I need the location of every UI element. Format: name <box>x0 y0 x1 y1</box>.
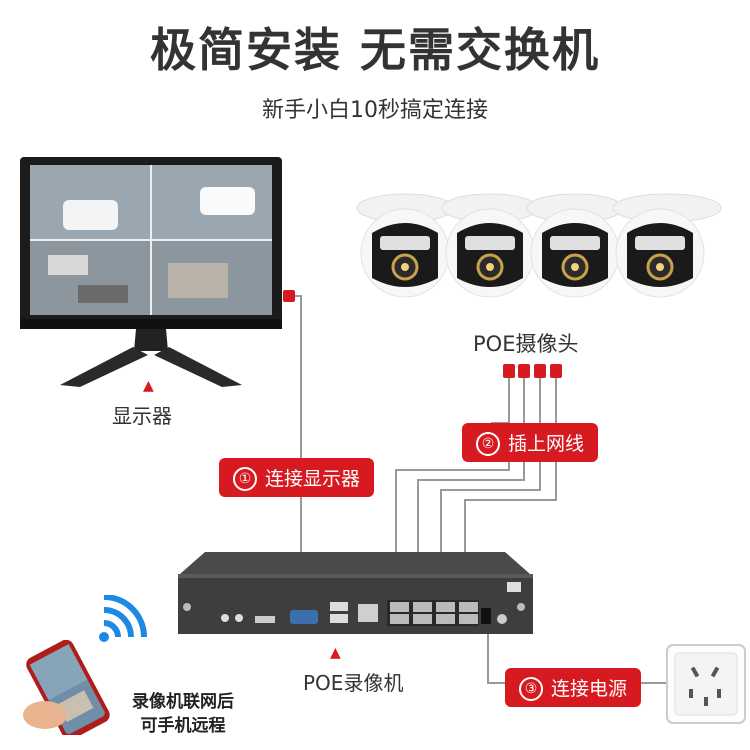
step-1-pill: ① 连接显示器 <box>219 458 375 497</box>
nvr-pointer-icon: ▲ <box>330 645 341 661</box>
step-1-text: 连接显示器 <box>265 468 361 490</box>
dome-camera-icon <box>356 193 722 298</box>
phone-caption-line-1: 录像机联网后 <box>132 692 234 712</box>
step-2-number: ② <box>476 432 500 456</box>
phone-icon <box>23 640 110 735</box>
nvr-icon <box>178 552 533 634</box>
step-3-text: 连接电源 <box>551 678 628 700</box>
page-title: 极简安装 无需交换机 <box>149 23 600 77</box>
page-subtitle: 新手小白10秒搞定连接 <box>262 98 488 123</box>
display-pointer-icon: ▲ <box>143 378 154 394</box>
wifi-icon <box>99 595 147 642</box>
step-3-pill: ③ 连接电源 <box>505 668 642 707</box>
phone-caption-line-2: 可手机远程 <box>140 716 226 736</box>
display-label: 显示器 <box>112 404 172 428</box>
nvr-label: POE录像机 <box>303 671 404 695</box>
step-2-text: 插上网线 <box>508 433 585 455</box>
step-2-pill: ② 插上网线 <box>462 423 599 462</box>
wall-outlet-icon <box>666 644 746 724</box>
cameras-label: POE摄像头 <box>473 332 579 356</box>
phone-remote-caption: 录像机联网后 可手机远程 <box>98 690 268 738</box>
step-3-number: ③ <box>519 677 543 701</box>
step-1-number: ① <box>233 467 257 491</box>
monitor-icon <box>20 157 282 387</box>
